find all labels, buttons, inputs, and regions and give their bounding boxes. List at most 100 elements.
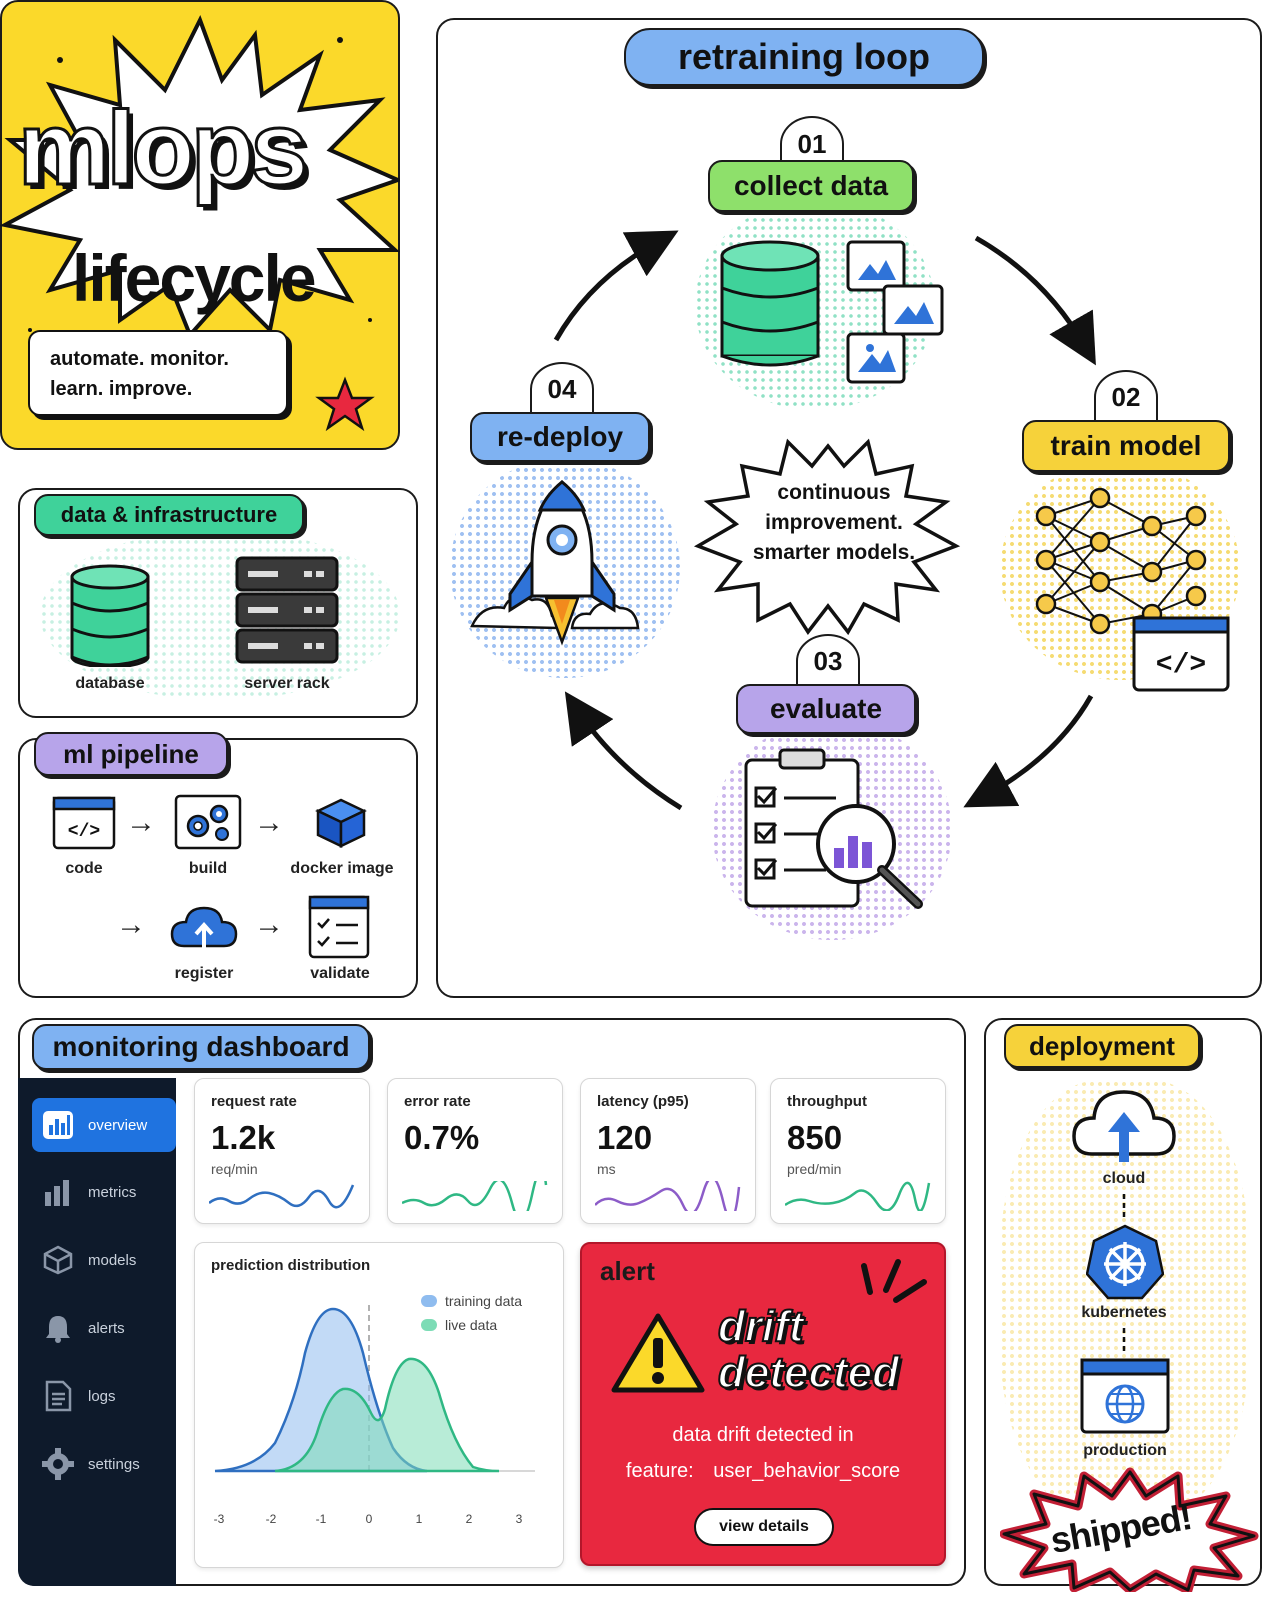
tagline-line-1: automate. monitor. xyxy=(50,348,229,370)
connector-dashed xyxy=(1122,1194,1126,1220)
tick-label: -1 xyxy=(316,1512,327,1526)
stage-03-number: 03 xyxy=(796,634,860,688)
kubernetes-icon xyxy=(1086,1224,1164,1300)
center-burst-icon xyxy=(693,438,961,636)
star-icon xyxy=(315,376,375,432)
nav-item-alerts[interactable]: alerts xyxy=(32,1301,176,1355)
stat-title: latency (p95) xyxy=(597,1093,689,1110)
sparkline xyxy=(402,1181,548,1211)
loop-header: retraining loop xyxy=(624,28,984,86)
alert-message: data drift detected in xyxy=(672,1424,854,1446)
stage-04-label: re-deploy xyxy=(470,412,650,462)
arrow-collect-to-train xyxy=(974,235,1096,366)
stat-card-throughput: throughput 850 pred/min xyxy=(770,1078,946,1224)
tick-label: -3 xyxy=(214,1512,225,1526)
stat-title: error rate xyxy=(404,1093,471,1110)
document-icon xyxy=(42,1380,74,1412)
stat-value: 120 xyxy=(597,1119,653,1156)
comic-burst-icon xyxy=(0,14,400,432)
alert-headline-2: detected xyxy=(717,1348,900,1397)
nav-label-logs: logs xyxy=(88,1387,116,1405)
nav-item-overview[interactable]: overview xyxy=(32,1098,176,1152)
pipeline-step-code: code xyxy=(65,860,103,877)
center-text: continuous improvement. smarter models. xyxy=(714,478,954,568)
pipeline-step-register: register xyxy=(174,965,234,982)
svg-text:</>: </> xyxy=(68,822,100,842)
loop-arrows xyxy=(553,230,1096,811)
cube-icon xyxy=(315,798,367,848)
stat-card-request-rate: request rate 1.2k req/min xyxy=(194,1078,370,1224)
nav-label-overview: overview xyxy=(88,1116,148,1134)
cube-outline-icon xyxy=(42,1244,74,1276)
bell-icon xyxy=(42,1312,74,1344)
alert-card: alert drift detected data drift detected… xyxy=(580,1242,946,1566)
nav-label-settings: settings xyxy=(88,1455,140,1473)
sparkline xyxy=(595,1181,741,1211)
dashboard-header: monitoring dashboard xyxy=(32,1024,370,1070)
arrow-evaluate-to-redeploy xyxy=(564,691,683,811)
distribution-card: prediction distribution training data li… xyxy=(194,1242,564,1568)
neural-network-icon: </> xyxy=(1035,487,1230,692)
dashboard-sidebar xyxy=(18,1078,176,1586)
tick-label: 1 xyxy=(416,1512,423,1526)
alert-feature: feature: user_behavior_score xyxy=(582,1460,944,1483)
nav-item-settings[interactable]: settings xyxy=(32,1437,176,1491)
deployment-label-kubernetes: kubernetes xyxy=(1081,1304,1167,1321)
stat-unit: req/min xyxy=(211,1161,258,1177)
arrow-train-to-evaluate xyxy=(963,694,1094,808)
stage-03-label: evaluate xyxy=(736,684,916,734)
connector-dashed xyxy=(1122,1328,1126,1354)
stat-value: 0.7% xyxy=(404,1119,480,1156)
checklist-window-icon xyxy=(308,895,370,959)
stat-card-error-rate: error rate 0.7% xyxy=(387,1078,563,1224)
data-collection-icon xyxy=(720,240,944,384)
bar-chart-icon xyxy=(42,1109,74,1141)
legend-live: live data xyxy=(421,1317,497,1333)
tagline-box: automate. monitor. learn. improve. xyxy=(28,330,288,416)
arrow-right-icon: → xyxy=(126,806,156,839)
alert-headline: drift detected xyxy=(717,1303,900,1397)
cloud-upload-icon xyxy=(1072,1090,1176,1162)
tick-label: -2 xyxy=(266,1512,277,1526)
stage-02-number: 02 xyxy=(1094,370,1158,424)
alert-feature-name: user_behavior_score xyxy=(713,1460,901,1482)
pipeline-step-docker-image: docker image xyxy=(290,860,394,877)
infra-header: data & infrastructure xyxy=(34,494,304,536)
metrics-icon xyxy=(42,1176,74,1208)
arrow-right-icon: → xyxy=(254,806,284,839)
title-panel: mlops lifecycle automate. monitor. learn… xyxy=(0,0,400,450)
legend-training: training data xyxy=(421,1293,522,1309)
code-window-icon: </> xyxy=(52,796,116,850)
shipped-burst-icon xyxy=(1000,1467,1259,1592)
cloud-upload-icon xyxy=(170,906,238,948)
tick-label: 3 xyxy=(516,1512,523,1526)
distribution-plot: -3 -2 -1 0 1 2 3 xyxy=(214,1305,535,1526)
stat-unit: ms xyxy=(597,1161,616,1177)
svg-text:</>: </> xyxy=(1156,650,1206,681)
gears-icon xyxy=(174,794,242,850)
deployment-header: deployment xyxy=(1004,1024,1200,1068)
legend-label-live: live data xyxy=(445,1317,498,1333)
center-line-3: smarter models. xyxy=(752,541,916,564)
database-icon xyxy=(70,564,150,667)
live-curve xyxy=(274,1357,500,1473)
pipeline-header: ml pipeline xyxy=(34,732,228,776)
nav-item-logs[interactable]: logs xyxy=(32,1369,176,1423)
infra-label-database: database xyxy=(75,675,145,692)
title-sub: lifecycle xyxy=(72,241,317,315)
tick-label: 0 xyxy=(366,1512,373,1526)
pipeline-step-build: build xyxy=(188,860,228,877)
infra-label-server-rack: server rack xyxy=(244,675,330,692)
tick-label: 2 xyxy=(466,1512,473,1526)
nav-item-models[interactable]: models xyxy=(32,1233,176,1287)
deployment-label-cloud: cloud xyxy=(1102,1170,1146,1187)
alert-feature-label: feature: xyxy=(625,1460,694,1482)
arrow-right-icon: → xyxy=(116,908,146,941)
alert-title: alert xyxy=(600,1256,655,1286)
legend-swatch-live xyxy=(421,1319,437,1331)
distribution-title: prediction distribution xyxy=(211,1257,371,1274)
view-details-button[interactable]: view details xyxy=(694,1508,834,1546)
legend-swatch-training xyxy=(421,1295,437,1307)
evaluation-clipboard-icon xyxy=(744,748,923,909)
nav-item-metrics[interactable]: metrics xyxy=(32,1165,176,1219)
